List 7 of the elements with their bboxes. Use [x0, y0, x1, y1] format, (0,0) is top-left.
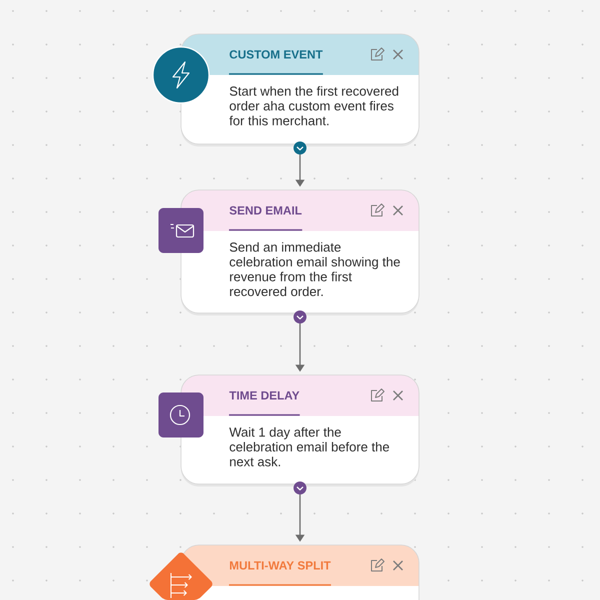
card-description: Start when the first recovered order aha custom event fires for this merchant.: [229, 86, 398, 126]
card-title: CUSTOM EVENT: [230, 50, 323, 59]
card-description: Wait 1 day after the celebration email before the next ask.: [229, 427, 390, 466]
card-title: TIME DELAY: [229, 391, 300, 400]
card-description: Send an immediate celebration email showing the revenue from the first recovered order.: [230, 242, 400, 296]
card-title: MULTI-WAY SPLIT: [230, 561, 331, 570]
card-title: SEND EMAIL: [230, 206, 302, 215]
